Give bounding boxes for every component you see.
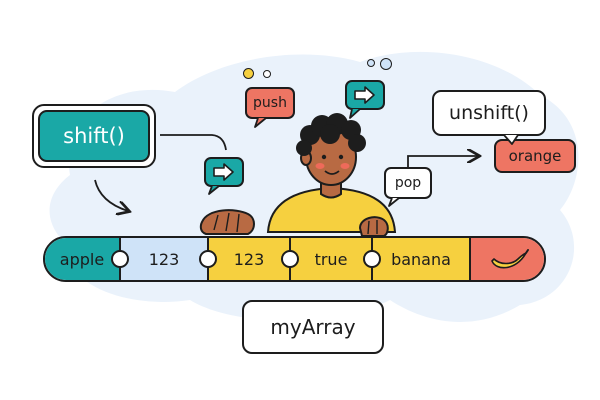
array-strip: apple 123 123 true banana (43, 236, 546, 282)
decor-dot-small (263, 70, 271, 78)
decor-dot-blue-1 (367, 59, 375, 67)
shift-method-label: shift() (38, 110, 150, 162)
unshift-method-label: unshift() (432, 90, 546, 136)
right-arrow-icon (354, 86, 375, 104)
array-element: apple (45, 238, 121, 280)
connector-knob (363, 250, 381, 268)
banana-icon (490, 249, 529, 269)
right-arrow-icon (213, 163, 234, 181)
decor-dot-yellow (243, 68, 254, 79)
array-name-label: myArray (242, 300, 384, 354)
array-element: banana (373, 238, 471, 280)
push-arrow-box (345, 80, 385, 110)
banana-cell (471, 238, 544, 280)
array-element: 123 (121, 238, 209, 280)
connector-knob (281, 250, 299, 268)
push-method-label: push (245, 87, 295, 119)
array-element: 123 (209, 238, 291, 280)
shift-arrow-box (204, 157, 244, 187)
array-element: true (291, 238, 373, 280)
shifted-value-badge: orange (494, 139, 576, 173)
connector-knob (111, 250, 129, 268)
decor-dot-blue-2 (380, 58, 392, 70)
pop-method-label: pop (384, 167, 432, 199)
connector-knob (199, 250, 217, 268)
